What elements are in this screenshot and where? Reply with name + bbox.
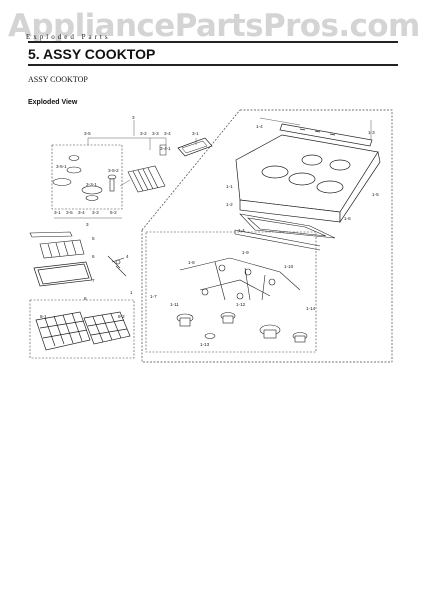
wok-grate bbox=[127, 165, 166, 193]
callout-1-1: 1-1 bbox=[226, 184, 233, 189]
callout-3-3-bottom: 3-3 bbox=[92, 210, 99, 215]
leader-lines bbox=[54, 117, 372, 219]
callout-3-3: 3-3 bbox=[152, 131, 159, 136]
burner-head-1 bbox=[81, 185, 103, 195]
callout-3-2: 3-2 bbox=[140, 131, 147, 136]
burner-well-3 bbox=[316, 180, 344, 194]
callout-8-2: 8-2 bbox=[118, 314, 125, 319]
callout-8: 8 bbox=[84, 296, 87, 301]
callout-4: 4 bbox=[126, 254, 129, 259]
burner-ring bbox=[107, 174, 117, 180]
burner-cap-small bbox=[68, 155, 80, 161]
callout-1-3: 1-3 bbox=[368, 130, 375, 135]
callout-1-11: 1-11 bbox=[170, 302, 179, 307]
callout-1-2: 1-2 bbox=[226, 202, 233, 207]
callout-1-7: 1-7 bbox=[150, 294, 157, 299]
callout-3-1-bottom: 3-1 bbox=[54, 210, 61, 215]
callout-3-3-1: 3-3-1 bbox=[86, 182, 97, 187]
subtitle: ASSY COOKTOP bbox=[28, 75, 88, 84]
griddle-plate bbox=[177, 137, 213, 157]
callout-1-8: 1-8 bbox=[188, 260, 195, 265]
cooktop-grates bbox=[35, 311, 131, 351]
grill-rack bbox=[29, 231, 85, 259]
gas-manifold bbox=[179, 257, 301, 301]
callout-3-5-bottom: 3-5 bbox=[66, 210, 73, 215]
callout-8-1: 8-1 bbox=[40, 314, 47, 319]
frame-diagonal-top bbox=[141, 109, 241, 231]
outer-dashed-frame bbox=[141, 109, 393, 363]
burner-bases bbox=[176, 312, 308, 343]
callout-1-13: 1-13 bbox=[200, 342, 210, 347]
callout-3-bottom: 3 bbox=[86, 222, 89, 227]
burner-parts-frame bbox=[51, 144, 123, 210]
griddle-tray bbox=[33, 261, 93, 287]
header-rule bbox=[28, 41, 398, 43]
burner-caps-group bbox=[52, 155, 117, 201]
burner-head-2 bbox=[85, 195, 99, 201]
callout-1-12: 1-12 bbox=[236, 302, 246, 307]
callout-1-5: 1-5 bbox=[372, 192, 379, 197]
burner-well-5 bbox=[329, 159, 351, 171]
callout-3: 3 bbox=[132, 115, 135, 120]
callout-1-4-lower: 1-4 bbox=[238, 228, 245, 233]
callout-3-5-2: 3-5-2 bbox=[108, 168, 119, 173]
callout-1-4: 1-4 bbox=[256, 124, 263, 129]
callout-1: 1 bbox=[130, 290, 133, 295]
grate-frame bbox=[29, 299, 135, 359]
burner-well-4 bbox=[301, 154, 323, 166]
section-title: 5. ASSY COOKTOP bbox=[28, 46, 156, 62]
callout-3-4-1: 3-4-1 bbox=[160, 146, 171, 151]
burner-well-1 bbox=[261, 165, 289, 179]
callout-5: 5 bbox=[92, 236, 95, 241]
burner-well-2 bbox=[288, 172, 316, 186]
burner-cap-medium bbox=[66, 166, 82, 174]
callout-3-5-1: 3-5-1 bbox=[56, 164, 67, 169]
watermark-text: AppliancePartsPros.com bbox=[8, 8, 420, 44]
cooktop-frame bbox=[234, 213, 336, 251]
callout-3-4: 3-4 bbox=[164, 131, 171, 136]
callout-5-2: 5-2 bbox=[110, 210, 117, 215]
burner-stem bbox=[109, 178, 115, 192]
title-rule bbox=[28, 64, 398, 66]
callout-1-14: 1-14 bbox=[306, 306, 316, 311]
utensil bbox=[107, 255, 127, 277]
callout-3-1: 3-1 bbox=[192, 131, 199, 136]
callout-3-5: 3-5 bbox=[84, 131, 91, 136]
view-label: Exploded View bbox=[28, 99, 78, 106]
callout-1-10: 1-10 bbox=[284, 264, 294, 269]
burner-cap-large bbox=[52, 178, 72, 186]
cooktop-assembly bbox=[235, 123, 381, 224]
callout-3-4-bottom: 3-4 bbox=[78, 210, 85, 215]
manual-header: Exploded Parts bbox=[26, 33, 111, 41]
callout-7: 7 bbox=[92, 278, 95, 283]
callout-1-9: 1-9 bbox=[242, 250, 249, 255]
callout-1-6: 1-6 bbox=[344, 216, 351, 221]
valve-frame bbox=[145, 231, 317, 353]
callout-6: 6 bbox=[92, 254, 95, 259]
small-bracket bbox=[159, 144, 167, 156]
